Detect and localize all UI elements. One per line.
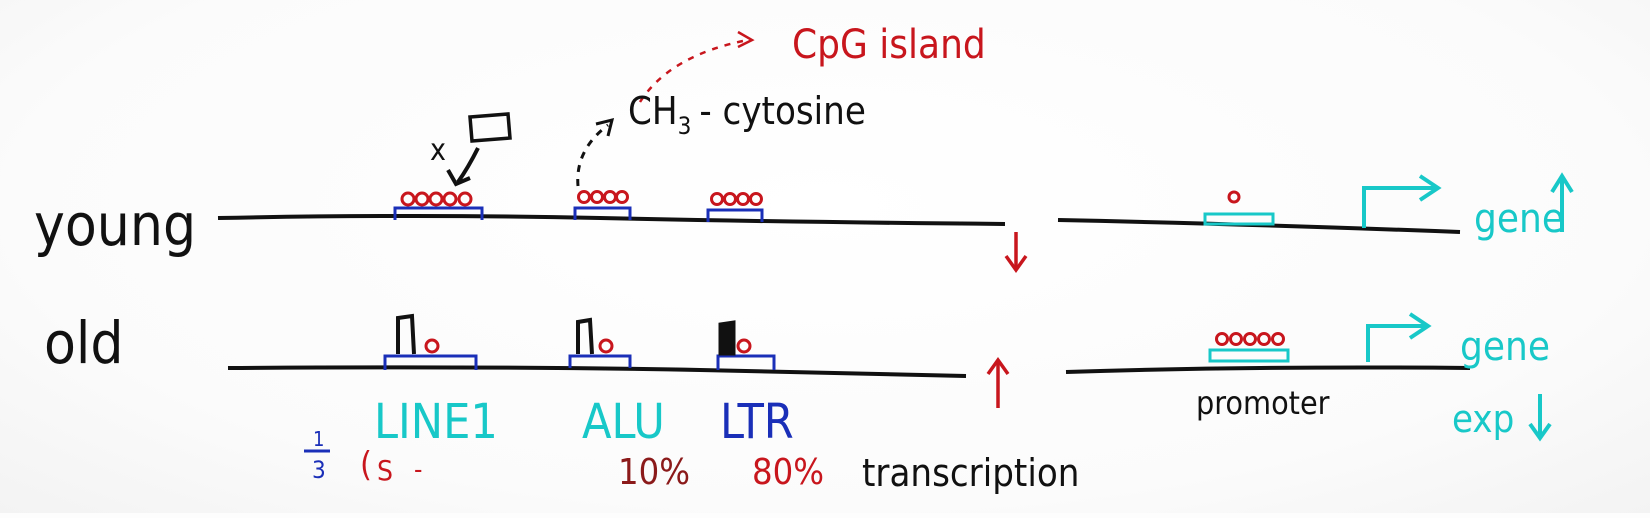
label-gene-young: gene	[1474, 196, 1564, 242]
methyl-mark	[749, 192, 763, 206]
x-mark: x	[430, 133, 446, 168]
label-old: old	[44, 309, 124, 377]
methyl-mark	[442, 191, 458, 207]
young-ltr-bracket	[706, 208, 764, 222]
s-mark: S	[377, 454, 393, 487]
methyl-mark	[1271, 332, 1285, 346]
dashed-arrow-ch3	[576, 123, 609, 187]
label-ch3: CH3- cytosine	[628, 89, 866, 140]
young-line1-methyl-group	[400, 191, 473, 207]
methyl-mark	[457, 191, 473, 207]
young-dna-right	[1057, 218, 1461, 234]
methyl-mark	[414, 191, 430, 207]
methyl-mark	[723, 192, 737, 206]
fraction-numerator: 1	[313, 427, 324, 451]
down-arrow-icon	[1004, 232, 1028, 274]
dashed-arrow-head-cpg	[737, 30, 755, 49]
young-line1-bracket	[393, 206, 484, 220]
label-ltr: LTR	[720, 394, 794, 450]
dashed-arrow-to-cpg	[638, 38, 749, 103]
methyl-mark	[736, 192, 750, 206]
label-transcription: transcription	[862, 451, 1079, 495]
label-exp: exp	[1452, 397, 1514, 441]
label-alu: ALU	[582, 394, 665, 450]
paren-mark: (	[360, 445, 372, 485]
ltr-percent: 80%	[752, 452, 824, 493]
methyl-mark	[590, 190, 604, 204]
old-ltr-protein	[718, 320, 736, 356]
old-line1-methyl	[424, 338, 440, 354]
old-dna-left	[227, 365, 967, 378]
methyl-mark	[1257, 332, 1271, 346]
dashed-arrow-head-ch3	[595, 117, 615, 137]
old-alu-protein	[576, 317, 594, 355]
methyl-mark	[710, 192, 724, 206]
ch3-suffix: - cytosine	[699, 89, 866, 133]
methyl-mark	[1215, 332, 1229, 346]
up-arrow-icon	[1550, 172, 1574, 232]
methyl-mark	[577, 190, 591, 204]
old-line1-protein	[396, 313, 416, 355]
methyl-mark	[400, 191, 416, 207]
old-ltr-methyl	[736, 338, 752, 354]
methyl-mark	[1229, 332, 1243, 346]
young-dna-left	[217, 214, 1006, 226]
young-ltr-methyl-group	[710, 192, 763, 206]
old-line1-bracket	[383, 354, 478, 370]
old-promoter-methyl-group	[1215, 332, 1285, 346]
label-cpg-island: CpG island	[792, 22, 986, 68]
curved-arrow-head	[446, 169, 471, 187]
label-line1: LINE1	[374, 394, 498, 450]
square-box-icon	[468, 112, 512, 143]
methyl-mark	[1243, 332, 1257, 346]
down-arrow-icon	[1528, 394, 1552, 442]
young-promoter-methyl	[1227, 190, 1241, 204]
methyl-mark	[603, 190, 617, 204]
old-dna-right	[1065, 365, 1471, 374]
label-gene-old: gene	[1460, 324, 1550, 370]
methyl-mark	[615, 190, 629, 204]
curved-arrow-to-line1	[456, 147, 480, 184]
up-arrow-icon	[986, 356, 1010, 408]
alu-percent: 10%	[618, 452, 690, 493]
ch3-subscript: 3	[678, 112, 692, 140]
label-promoter: promoter	[1196, 384, 1330, 422]
methyl-mark	[428, 191, 444, 207]
young-alu-methyl-group	[577, 190, 629, 204]
ch3-text: CH	[628, 89, 678, 133]
fraction-denominator: 3	[312, 456, 326, 484]
old-ltr-bracket	[716, 354, 776, 370]
label-young: young	[34, 191, 196, 259]
old-alu-methyl	[598, 338, 614, 354]
young-promoter-box	[1203, 212, 1275, 226]
dash-mark: -	[414, 455, 422, 485]
old-promoter-box	[1208, 348, 1290, 363]
bent-arrow-icon	[1362, 174, 1442, 228]
old-alu-bracket	[568, 354, 632, 368]
bent-arrow-icon	[1366, 312, 1432, 362]
young-alu-bracket	[573, 206, 632, 220]
